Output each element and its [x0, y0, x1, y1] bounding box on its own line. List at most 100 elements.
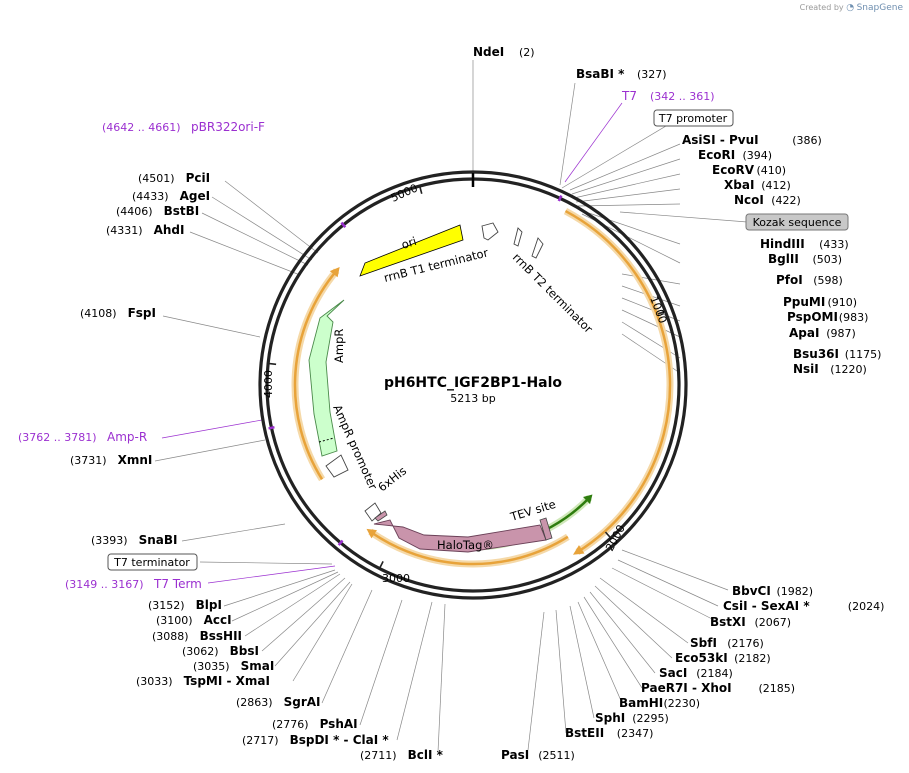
enzyme-label[interactable]: HindIII — [760, 237, 805, 251]
leader-line — [189, 231, 301, 276]
halotag-feature[interactable] — [373, 519, 547, 553]
enzyme-label[interactable]: EcoRI — [698, 148, 735, 162]
enzyme-label[interactable]: BstBI — [164, 204, 200, 218]
enzyme-label[interactable]: PciI — [186, 171, 211, 185]
ampr-promoter-label: AmpR promoter — [330, 403, 380, 492]
enzyme-label[interactable]: PfoI — [776, 273, 803, 287]
leader-line — [619, 211, 761, 224]
enzyme-label[interactable]: SmaI — [241, 659, 275, 673]
enzyme-label[interactable]: NsiI — [793, 362, 819, 376]
feature-t7-pos: (342 .. 361) — [650, 90, 715, 103]
kozak-label[interactable]: Kozak sequence — [753, 216, 842, 229]
enzyme-label[interactable]: NcoI — [734, 193, 764, 207]
leader-line — [161, 419, 263, 439]
enzyme-label[interactable]: FspI — [128, 306, 156, 320]
enzyme-label[interactable]: BbvCI — [732, 584, 771, 598]
feature-ampr-pos: (3762 .. 3781) — [18, 431, 97, 444]
ori-feature[interactable] — [359, 224, 464, 277]
leader-line — [292, 583, 353, 682]
enzyme-position: (2067) — [755, 616, 792, 629]
enzyme-label[interactable]: BbsI — [230, 644, 259, 658]
left-enzyme-labels: (4501)PciI(4433)AgeI(4406)BstBI(4331)Ahd… — [70, 171, 444, 762]
enzyme-label[interactable]: BamHI — [619, 696, 663, 710]
enzyme-label[interactable]: EcoRV — [712, 163, 755, 177]
tick-mark — [604, 531, 612, 539]
enzyme-position: (2230) — [664, 697, 701, 710]
enzyme-label[interactable]: BclI * — [408, 748, 444, 762]
leader-line — [569, 605, 595, 719]
leader-line — [321, 589, 373, 704]
leader-line — [611, 567, 719, 623]
enzyme-label[interactable]: BssHII — [200, 629, 242, 643]
enzyme-label[interactable]: SgrAI — [284, 695, 321, 709]
enzyme-label[interactable]: BstXI — [710, 615, 746, 629]
feature-t7[interactable]: T7 — [621, 89, 637, 103]
feature-ampr[interactable]: Amp-R — [107, 430, 147, 444]
feature-t7term-pos: (3149 .. 3167) — [65, 578, 144, 591]
enzyme-label[interactable]: SphI — [595, 711, 625, 725]
t7-terminator-label[interactable]: T7 terminator — [113, 556, 190, 569]
ampr-label: AmpR — [332, 329, 346, 363]
enzyme-label[interactable]: AsiSI - PvuI — [682, 133, 759, 147]
feature-pbr322[interactable]: pBR322ori-F — [191, 120, 265, 134]
enzyme-label[interactable]: AgeI — [180, 189, 210, 203]
leader-line — [223, 569, 336, 607]
enzyme-label[interactable]: ApaI — [789, 326, 819, 340]
feature-t7term[interactable]: T7 Term — [153, 577, 202, 591]
purple-site-mark — [268, 425, 275, 430]
leader-line — [359, 599, 403, 726]
rrnb-t2-label: rrnB T2 terminator — [510, 250, 596, 336]
enzyme-label[interactable]: CsiI - SexAI * — [723, 599, 810, 613]
feature-pbr322-pos: (4642 .. 4661) — [102, 121, 181, 134]
green-arrowhead — [583, 494, 593, 505]
enzyme-label[interactable]: XmnI — [118, 453, 153, 467]
enzyme-label[interactable]: PspOMI — [787, 310, 838, 324]
leader-line — [437, 603, 446, 753]
enzyme-position: (4108) — [80, 307, 117, 320]
enzyme-position: (386) — [792, 134, 822, 147]
enzyme-position: (2863) — [236, 696, 273, 709]
enzyme-label[interactable]: BstEII — [565, 726, 604, 740]
credit-prefix: Created by — [799, 3, 844, 12]
enzyme-position: (3152) — [148, 599, 185, 612]
leader-line — [561, 125, 667, 189]
enzyme-ndei[interactable]: NdeI — [473, 45, 504, 59]
enzyme-label[interactable]: PasI — [501, 748, 529, 762]
enzyme-position: (3033) — [136, 675, 173, 688]
enzyme-label[interactable]: AccI — [204, 613, 232, 627]
enzyme-bsabi[interactable]: BsaBI * — [576, 67, 625, 81]
ampr-dotted-mark — [318, 437, 335, 443]
orange-arc-bottom[interactable] — [369, 530, 569, 566]
enzyme-label[interactable]: BlpI — [196, 598, 222, 612]
enzyme-label[interactable]: BspDI * - ClaI * — [290, 733, 390, 747]
enzyme-label[interactable]: AhdI — [154, 223, 185, 237]
orange-arc-right[interactable] — [564, 209, 672, 554]
enzyme-label[interactable]: PaeR7I - XhoI — [641, 681, 732, 695]
tev-label: TEV site — [508, 497, 558, 524]
enzyme-position: (2185) — [759, 682, 796, 695]
enzyme-label[interactable]: PshAI — [320, 717, 358, 731]
leader-line — [244, 573, 341, 637]
leader-line — [231, 571, 339, 622]
enzyme-label[interactable]: TspMI - XmaI — [184, 674, 270, 688]
leader-line — [201, 212, 309, 266]
enzyme-label[interactable]: BglII — [768, 252, 799, 266]
enzyme-label[interactable]: Bsu36I — [793, 347, 839, 361]
ampr-promoter-arrow — [325, 454, 349, 478]
enzyme-label[interactable]: SnaBI — [139, 533, 178, 547]
enzyme-label[interactable]: XbaI — [724, 178, 754, 192]
enzyme-label[interactable]: PpuMI — [783, 295, 825, 309]
enzyme-label[interactable]: SacI — [659, 666, 687, 680]
t7-terminator-box — [107, 553, 198, 571]
snapgene-credit: Created by ◔ SnapGene — [800, 3, 903, 13]
enzyme-label[interactable]: Eco53kI — [675, 651, 728, 665]
enzyme-position: (4433) — [132, 190, 169, 203]
orange-arc-left[interactable] — [293, 269, 338, 480]
purple-site-mark — [340, 221, 347, 229]
t7-promoter-label[interactable]: T7 promoter — [658, 112, 728, 125]
leader-line — [211, 196, 313, 261]
plasmid-name: pH6HTC_IGF2BP1-Halo — [384, 375, 562, 391]
enzyme-label[interactable]: SbfI — [690, 636, 717, 650]
ampr-feature[interactable] — [308, 299, 345, 457]
enzyme-position: (2347) — [617, 727, 654, 740]
